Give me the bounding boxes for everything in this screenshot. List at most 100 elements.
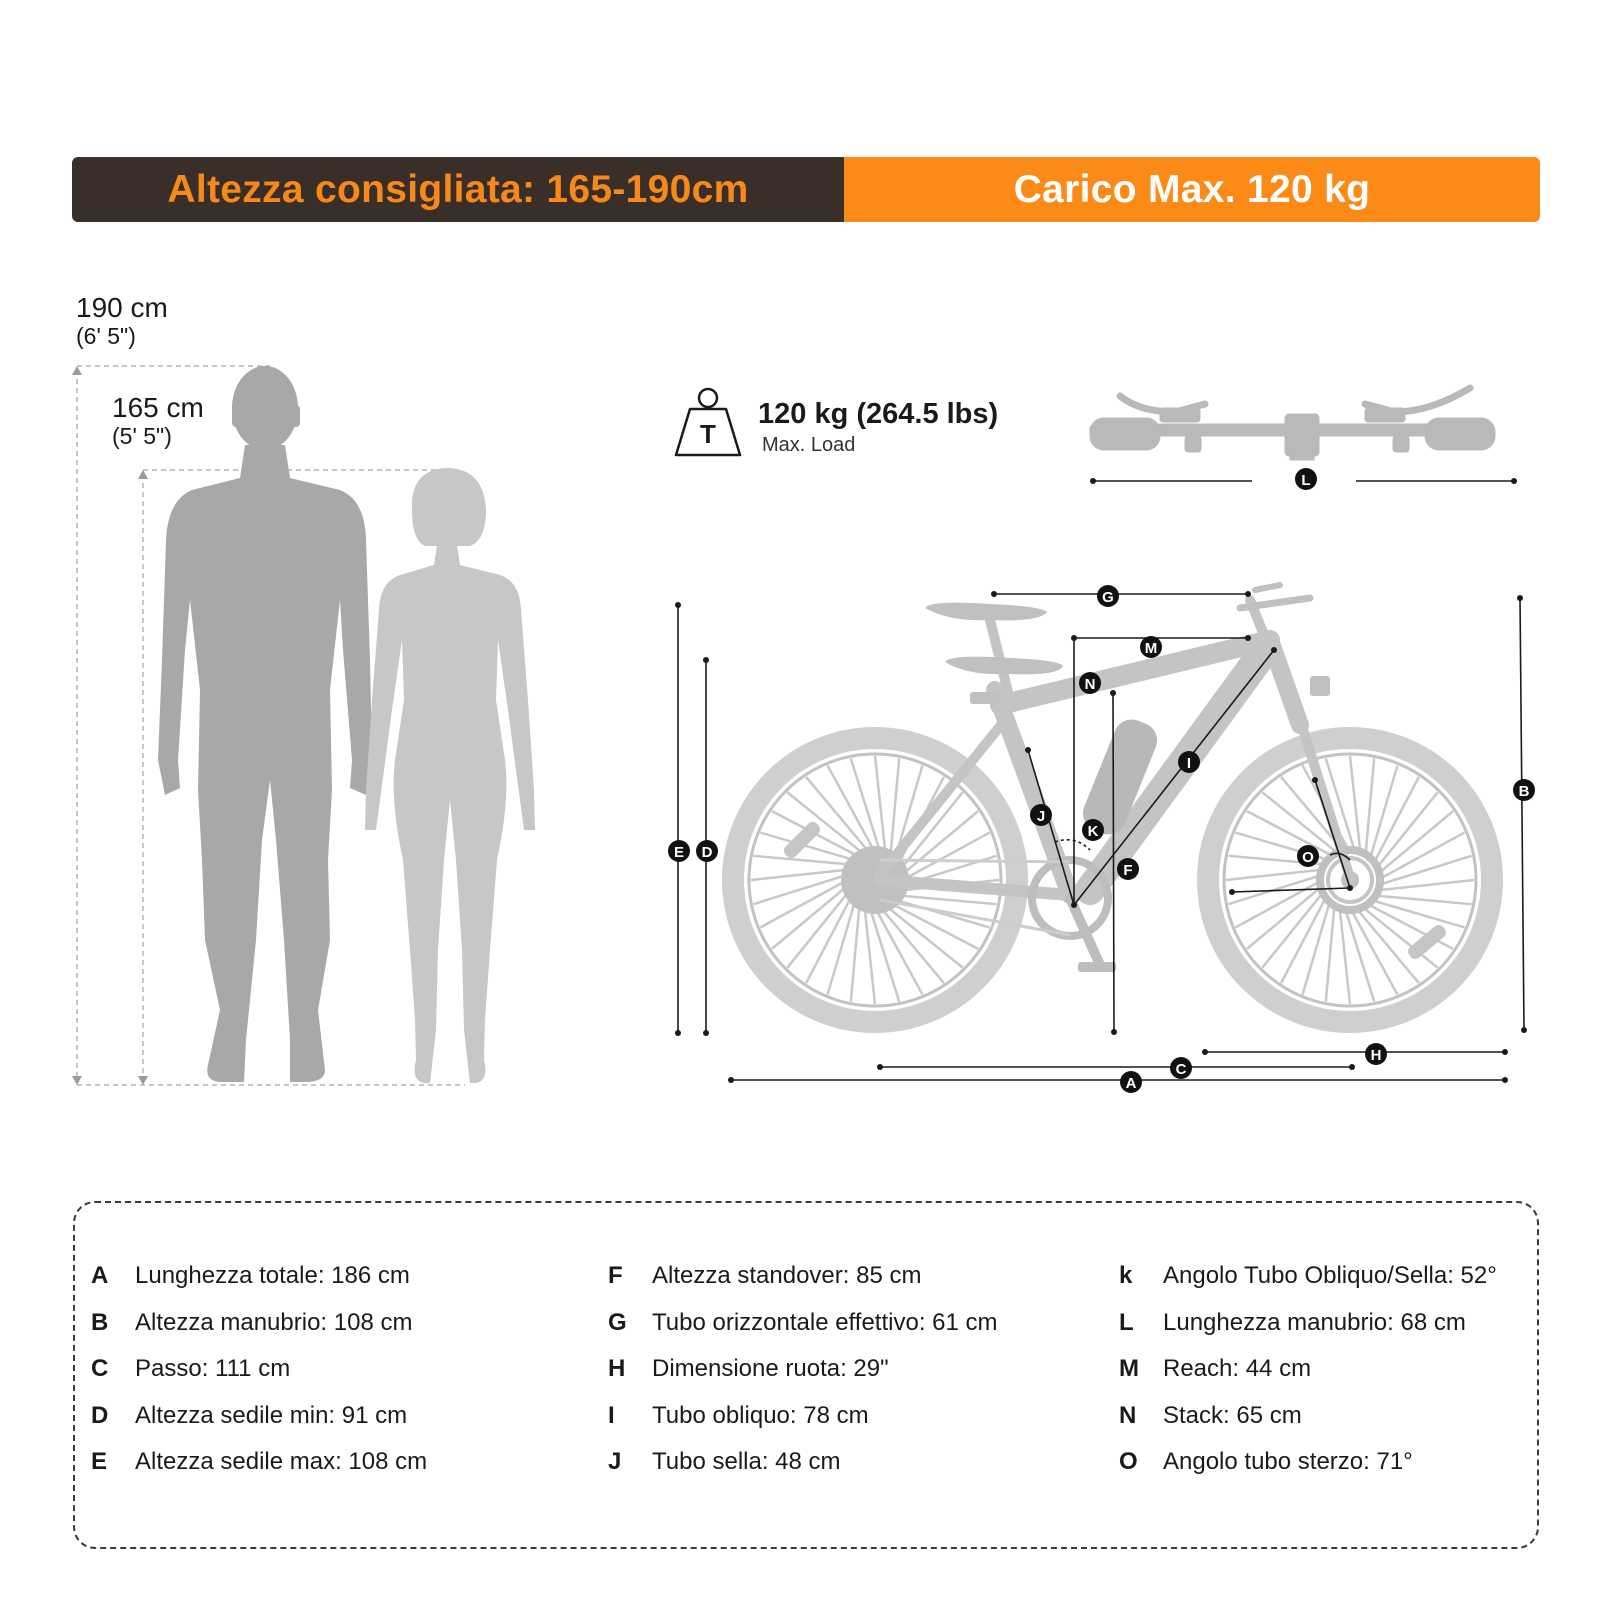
spec-code: B [91, 1308, 109, 1336]
wheel-spoke [901, 791, 964, 869]
wheel-spoke [1246, 810, 1333, 857]
wheel-spoke [826, 764, 875, 851]
wheel-spoke [889, 758, 901, 855]
spec-row: J Tubo sella: 48 cm [608, 1439, 998, 1486]
spec-text: Angolo tubo sterzo: 71° [1163, 1448, 1413, 1476]
handlebar-silhouette [1089, 384, 1496, 461]
wheel-spoke [892, 903, 979, 950]
wheel-spoke [869, 909, 901, 1002]
spec-code: J [608, 1448, 622, 1476]
wheel-spoke [753, 854, 850, 866]
wheel-spoke [1378, 878, 1475, 892]
spec-code: L [1119, 1308, 1134, 1336]
tall-height-ft: (6' 5") [76, 323, 136, 349]
wheel-spoke [1379, 831, 1466, 880]
spec-text: Tubo sella: 48 cm [652, 1448, 841, 1476]
wheel-spoke [873, 755, 887, 852]
wheel-spoke [903, 810, 979, 874]
spec-text: Lunghezza manubrio: 68 cm [1163, 1308, 1466, 1336]
spec-text: Altezza manubrio: 108 cm [135, 1308, 413, 1336]
marker-A: A [1120, 1071, 1142, 1093]
dimension-endpoints [675, 591, 1527, 1083]
wheel-spoke [1280, 897, 1327, 984]
spec-text: Altezza sedile min: 91 cm [135, 1401, 408, 1429]
short-height-label: 165 cm (5' 5") [112, 392, 204, 450]
wheel-spoke [1371, 899, 1465, 929]
svg-text:C: C [1176, 1061, 1187, 1078]
woman-silhouette [365, 468, 535, 1084]
recommended-height-text: Altezza consigliata: 165-190cm [167, 167, 749, 211]
marker-B: B [1513, 779, 1535, 801]
spec-row: k Angolo Tubo Obliquo/Sella: 52° [1119, 1253, 1497, 1300]
wheel-spoke [1338, 908, 1352, 1005]
wheel-spoke [760, 831, 854, 861]
wheel-spoke [805, 776, 869, 852]
marker-L: L [1295, 468, 1317, 490]
wheel-spoke [1350, 909, 1399, 996]
wheel-spoke [1301, 901, 1331, 995]
spec-code: O [1119, 1448, 1138, 1476]
wheel-spoke [771, 886, 847, 950]
wheel-spoke [904, 831, 991, 880]
wheel-spoke [900, 894, 997, 906]
wheel-spoke [1348, 755, 1362, 852]
height-arrowheads [72, 366, 148, 1085]
tall-height-cm: 190 cm [76, 292, 168, 323]
spec-row: L Lunghezza manubrio: 68 cm [1119, 1300, 1497, 1347]
svg-text:F: F [1123, 862, 1132, 879]
wheel-spoke [786, 891, 849, 969]
max-load-panel: Carico Max. 120 kg [844, 157, 1540, 222]
wheel-spoke [863, 908, 877, 1005]
spec-code: A [91, 1262, 109, 1290]
wheel-spoke [1344, 909, 1376, 1002]
spec-text: Reach: 44 cm [1163, 1355, 1312, 1383]
wheel-spoke [786, 791, 864, 854]
wheel-spoke [1261, 891, 1324, 969]
spec-text: Dimensione ruota: 29" [652, 1355, 889, 1383]
wheel-spoke [1356, 908, 1420, 984]
short-height-ft: (5' 5") [112, 423, 172, 449]
svg-text:D: D [702, 844, 713, 861]
marker-D: D [696, 840, 718, 862]
spec-text: Lunghezza totale: 186 cm [135, 1262, 410, 1290]
spec-code: E [91, 1448, 108, 1476]
marker-E: E [668, 840, 690, 862]
wheel-spoke [1261, 791, 1339, 854]
wheel-spoke [1246, 886, 1322, 950]
short-height-cm: 165 cm [112, 392, 204, 423]
svg-text:I: I [1187, 755, 1191, 772]
marker-J: J [1030, 804, 1052, 826]
wheel-spoke [849, 905, 861, 1002]
spec-code: k [1119, 1262, 1133, 1290]
spec-text: Angolo Tubo Obliquo/Sella: 52° [1163, 1262, 1497, 1290]
spec-row: B Altezza manubrio: 108 cm [91, 1300, 427, 1347]
marker-N: N [1079, 672, 1101, 694]
recommended-height-panel: Altezza consigliata: 165-190cm [72, 157, 844, 222]
spec-code: C [91, 1355, 109, 1383]
spec-column-1: A Lunghezza totale: 186 cm B Altezza manub… [91, 1253, 427, 1486]
wheel-spoke [849, 758, 881, 851]
svg-text:E: E [674, 844, 684, 861]
spec-row: A Lunghezza totale: 186 cm [91, 1253, 427, 1300]
wheel-spoke [805, 897, 852, 984]
tall-height-label: 190 cm (6' 5") [76, 292, 168, 350]
spec-row: O Angolo tubo sterzo: 71° [1119, 1439, 1497, 1486]
specifications-box: A Lunghezza totale: 186 cm B Altezza manub… [73, 1201, 1539, 1549]
max-load-caption: Max. Load [762, 434, 856, 456]
svg-text:A: A [1126, 1075, 1137, 1092]
spec-code: N [1119, 1401, 1137, 1429]
wheel-spoke [1361, 906, 1439, 969]
wheel-spoke [1324, 758, 1356, 851]
svg-text:N: N [1085, 676, 1096, 693]
svg-text:G: G [1102, 589, 1114, 606]
wheel-spoke [875, 909, 924, 996]
wheel-spoke [1367, 903, 1454, 950]
dimension-lines [677, 593, 1525, 1081]
weight-icon [674, 387, 742, 457]
